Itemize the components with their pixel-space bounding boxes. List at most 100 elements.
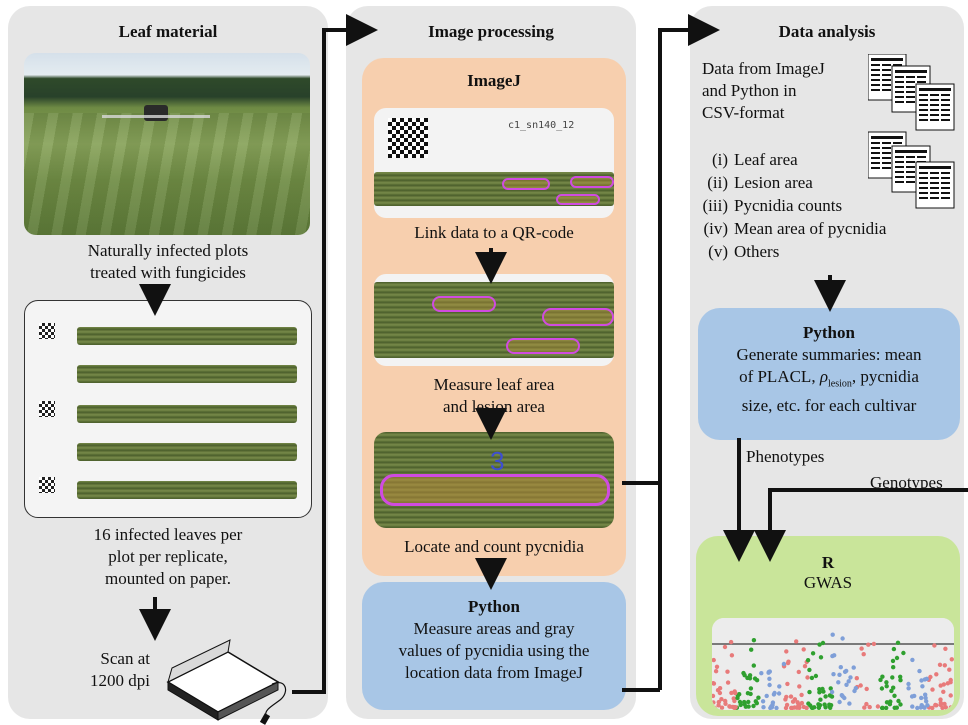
manhattan-dot	[823, 694, 828, 699]
manhattan-dot	[848, 675, 853, 680]
manhattan-dot	[754, 701, 759, 706]
manhattan-dot	[889, 688, 894, 694]
manhattan-dot	[767, 676, 772, 681]
step-link-qr: Link data to a QR-code	[414, 223, 574, 242]
manhattan-dot	[898, 674, 903, 679]
manhattan-dot	[742, 699, 747, 705]
manhattan-dot	[822, 702, 827, 707]
manhattan-dot	[784, 702, 790, 708]
manhattan-dot	[828, 686, 833, 691]
manhattan-dot	[866, 642, 871, 647]
data-intro: Data from ImageJ and Python in CSV-forma…	[702, 59, 825, 122]
leaf-material-panel: Leaf material Naturally infected plots t…	[8, 6, 328, 719]
imagej-title: ImageJ	[467, 71, 521, 90]
manhattan-dot	[776, 691, 782, 696]
leaf-strip	[77, 443, 297, 461]
manhattan-dot	[854, 676, 859, 681]
manhattan-dot	[751, 663, 756, 668]
manhattan-dot	[733, 705, 738, 710]
manhattan-dot	[919, 678, 924, 683]
manhattan-dot	[831, 672, 836, 677]
arrow-scan-to-processing	[292, 14, 378, 694]
manhattan-dot	[891, 665, 896, 670]
list-item: (iii)Pycnidia counts	[702, 196, 843, 215]
manhattan-dot	[853, 686, 858, 691]
pycnidia-leaf-image: 3	[374, 432, 614, 528]
manhattan-dot	[805, 675, 810, 680]
manhattan-dot	[821, 689, 826, 694]
manhattan-dot	[748, 686, 754, 691]
manhattan-dot	[871, 641, 877, 647]
manhattan-plot	[712, 618, 954, 710]
manhattan-dot	[764, 693, 769, 699]
manhattan-dot	[858, 683, 863, 688]
manhattan-dot	[836, 680, 841, 685]
manhattan-dot	[840, 636, 845, 641]
manhattan-dot	[846, 679, 851, 684]
qr-code-icon	[39, 401, 55, 417]
field-photo	[24, 53, 310, 235]
spray-boom	[102, 115, 210, 118]
lesion-outline	[542, 308, 614, 326]
manhattan-dot	[797, 684, 802, 689]
manhattan-dot	[934, 672, 939, 677]
manhattan-dot	[884, 705, 889, 710]
manhattan-dot	[751, 703, 756, 709]
manhattan-dot	[719, 705, 725, 710]
manhattan-dot	[766, 670, 771, 675]
manhattan-dot	[817, 690, 822, 695]
manhattan-dot	[906, 681, 911, 687]
manhattan-dot	[898, 678, 903, 683]
list-item: (i)Leaf area	[711, 150, 798, 169]
python-summary-box: Python Generate summaries: mean of PLACL…	[698, 308, 960, 440]
manhattan-dot	[948, 677, 953, 683]
manhattan-dot	[934, 703, 939, 708]
list-item: (iv)Mean area of pycnidia	[703, 219, 887, 238]
manhattan-dot	[851, 665, 856, 670]
leaf-strip	[77, 365, 297, 383]
manhattan-plot-svg	[712, 618, 954, 710]
lesion-outline	[432, 296, 496, 312]
manhattan-dot	[801, 704, 806, 710]
manhattan-dot	[809, 675, 815, 681]
manhattan-dot	[716, 699, 721, 705]
manhattan-dot	[777, 684, 782, 689]
manhattan-dot	[717, 690, 723, 696]
arrow-processing-to-analysis	[658, 14, 720, 690]
lesion-outline	[506, 338, 580, 354]
manhattan-dot	[807, 689, 812, 695]
lesion-number-label: 3	[490, 446, 505, 476]
manhattan-dot	[749, 647, 754, 652]
manhattan-dot	[717, 686, 723, 691]
field-stripes	[24, 113, 310, 235]
manhattan-dot	[719, 697, 724, 702]
qr-code-icon	[388, 118, 428, 158]
python-title: Python	[468, 597, 520, 616]
r-subtitle: GWAS	[803, 573, 853, 592]
manhattan-dot	[910, 657, 915, 663]
manhattan-dot	[785, 681, 790, 687]
manhattan-dot	[828, 703, 834, 708]
manhattan-dot	[917, 668, 922, 674]
manhattan-dot	[884, 680, 889, 685]
manhattan-dot	[878, 677, 883, 683]
manhattan-dot	[769, 704, 774, 709]
manhattan-dot	[816, 702, 821, 707]
manhattan-dot	[844, 682, 849, 687]
manhattan-dot	[864, 701, 869, 707]
manhattan-dot	[890, 675, 895, 680]
python-summary-desc: Generate summaries: mean of PLACL, ρlesi…	[736, 345, 922, 416]
manhattan-dot	[891, 685, 896, 690]
manhattan-dot	[898, 702, 903, 707]
manhattan-dot	[901, 650, 906, 656]
manhattan-dot	[714, 664, 720, 669]
manhattan-dot	[729, 690, 734, 696]
manhattan-dot	[948, 693, 953, 698]
leaves-caption: 16 infected leaves per plot per replicat…	[93, 525, 243, 588]
step-measure-area: Measure leaf area and lesion area	[433, 375, 555, 416]
manhattan-dot	[895, 640, 901, 645]
manhattan-dot	[925, 703, 930, 708]
qr-code-icon	[39, 477, 55, 493]
manhattan-dot	[880, 674, 885, 679]
